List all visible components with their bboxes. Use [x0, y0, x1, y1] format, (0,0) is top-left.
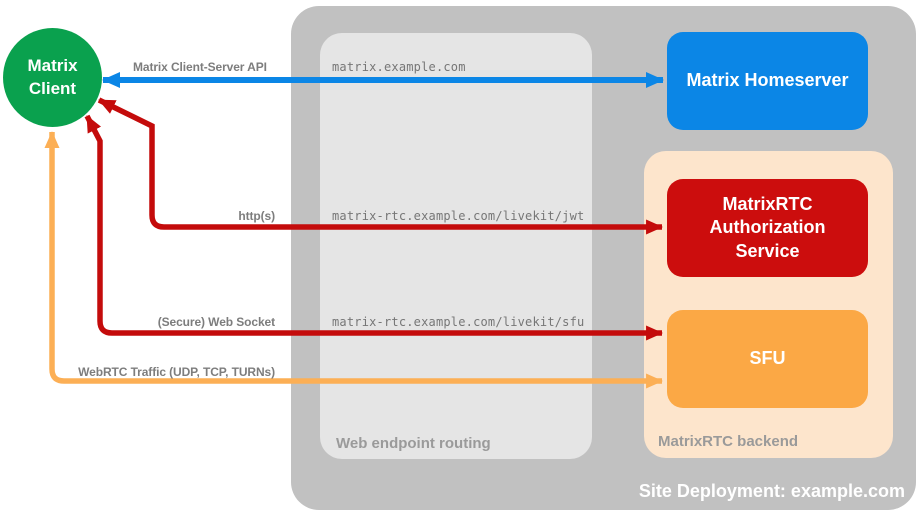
endpoint-url-homeserver: matrix.example.com: [332, 60, 466, 74]
matrixrtc-auth-service-label: MatrixRTC Authorization Service: [709, 194, 826, 261]
arrow-label-client-server-api: Matrix Client-Server API: [133, 60, 267, 74]
endpoint-url-livekit-jwt: matrix-rtc.example.com/livekit/jwt: [332, 209, 585, 223]
endpoint-url-livekit-sfu: matrix-rtc.example.com/livekit/sfu: [332, 315, 585, 329]
matrix-client-node: Matrix Client: [3, 28, 102, 127]
sfu-node: SFU: [667, 310, 868, 408]
arrow-label-secure-web-socket: (Secure) Web Socket: [157, 315, 275, 329]
matrix-client-label: Matrix Client: [27, 56, 78, 98]
caption-site-deployment: Site Deployment: example.com: [638, 481, 905, 501]
matrix-homeserver-label: Matrix Homeserver: [686, 70, 849, 91]
arrow-label-https: http(s): [238, 209, 275, 223]
web-endpoint-routing-box: [320, 33, 592, 459]
caption-web-endpoint-routing: Web endpoint routing: [336, 435, 491, 452]
matrixrtc-auth-service-node: MatrixRTC Authorization Service: [667, 179, 868, 277]
caption-matrixrtc-backend: MatrixRTC backend: [658, 433, 799, 450]
arrow-label-webrtc-traffic: WebRTC Traffic (UDP, TCP, TURNs): [78, 365, 275, 379]
sfu-label: SFU: [749, 348, 786, 369]
matrix-homeserver-node: Matrix Homeserver: [667, 32, 868, 130]
